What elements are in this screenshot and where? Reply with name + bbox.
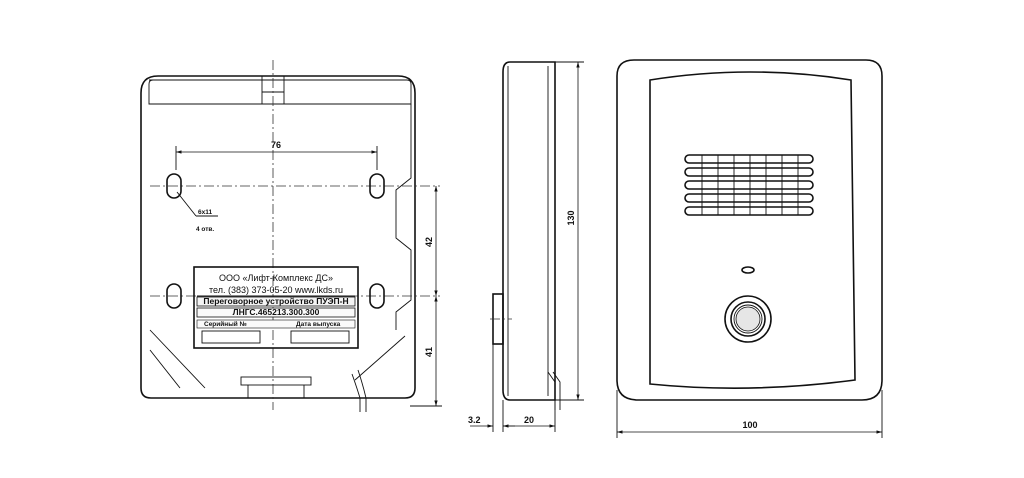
mount-hole-bottom-left — [166, 283, 182, 309]
dim-vertical-upper: 42 — [424, 237, 434, 247]
back-view: 76 6x11 4 отв. 42 41 ООО «Лифт-Комплекс … — [140, 60, 442, 412]
plate-date-label: Дата выпуска — [296, 321, 341, 328]
date-field — [290, 330, 350, 344]
call-button — [724, 295, 772, 343]
dim-width: 100 — [742, 420, 757, 430]
dim-hole-size: 6x11 — [198, 209, 212, 216]
plate-serial-label: Серийный № — [204, 320, 247, 328]
dim-depth: 20 — [524, 415, 534, 425]
plate-contacts: тел. (383) 373-05-20 www.lkds.ru — [209, 285, 343, 295]
plate-company: ООО «Лифт-Комплекс ДС» — [219, 273, 333, 283]
mount-hole-top-right — [369, 173, 385, 199]
dim-hole-spacing: 76 — [271, 140, 281, 150]
speaker-grille — [684, 154, 814, 216]
mount-hole-top-left — [166, 173, 182, 199]
dim-vertical-lower: 41 — [424, 347, 434, 357]
side-view: 130 20 3.2 — [468, 61, 584, 432]
nameplate: ООО «Лифт-Комплекс ДС» тел. (383) 373-05… — [193, 266, 359, 349]
plate-device: Переговорное устройство ПУЭП-Н — [203, 296, 348, 306]
indicator-led-icon — [741, 266, 755, 274]
dim-height: 130 — [566, 210, 576, 225]
front-view: 100 — [616, 59, 883, 438]
mount-hole-bottom-right — [369, 283, 385, 309]
dim-hole-count: 4 отв. — [196, 226, 214, 233]
plate-code: ЛНГС.465213.300.300 — [233, 307, 320, 317]
serial-field — [201, 330, 261, 344]
dim-offset: 3.2 — [468, 415, 481, 425]
